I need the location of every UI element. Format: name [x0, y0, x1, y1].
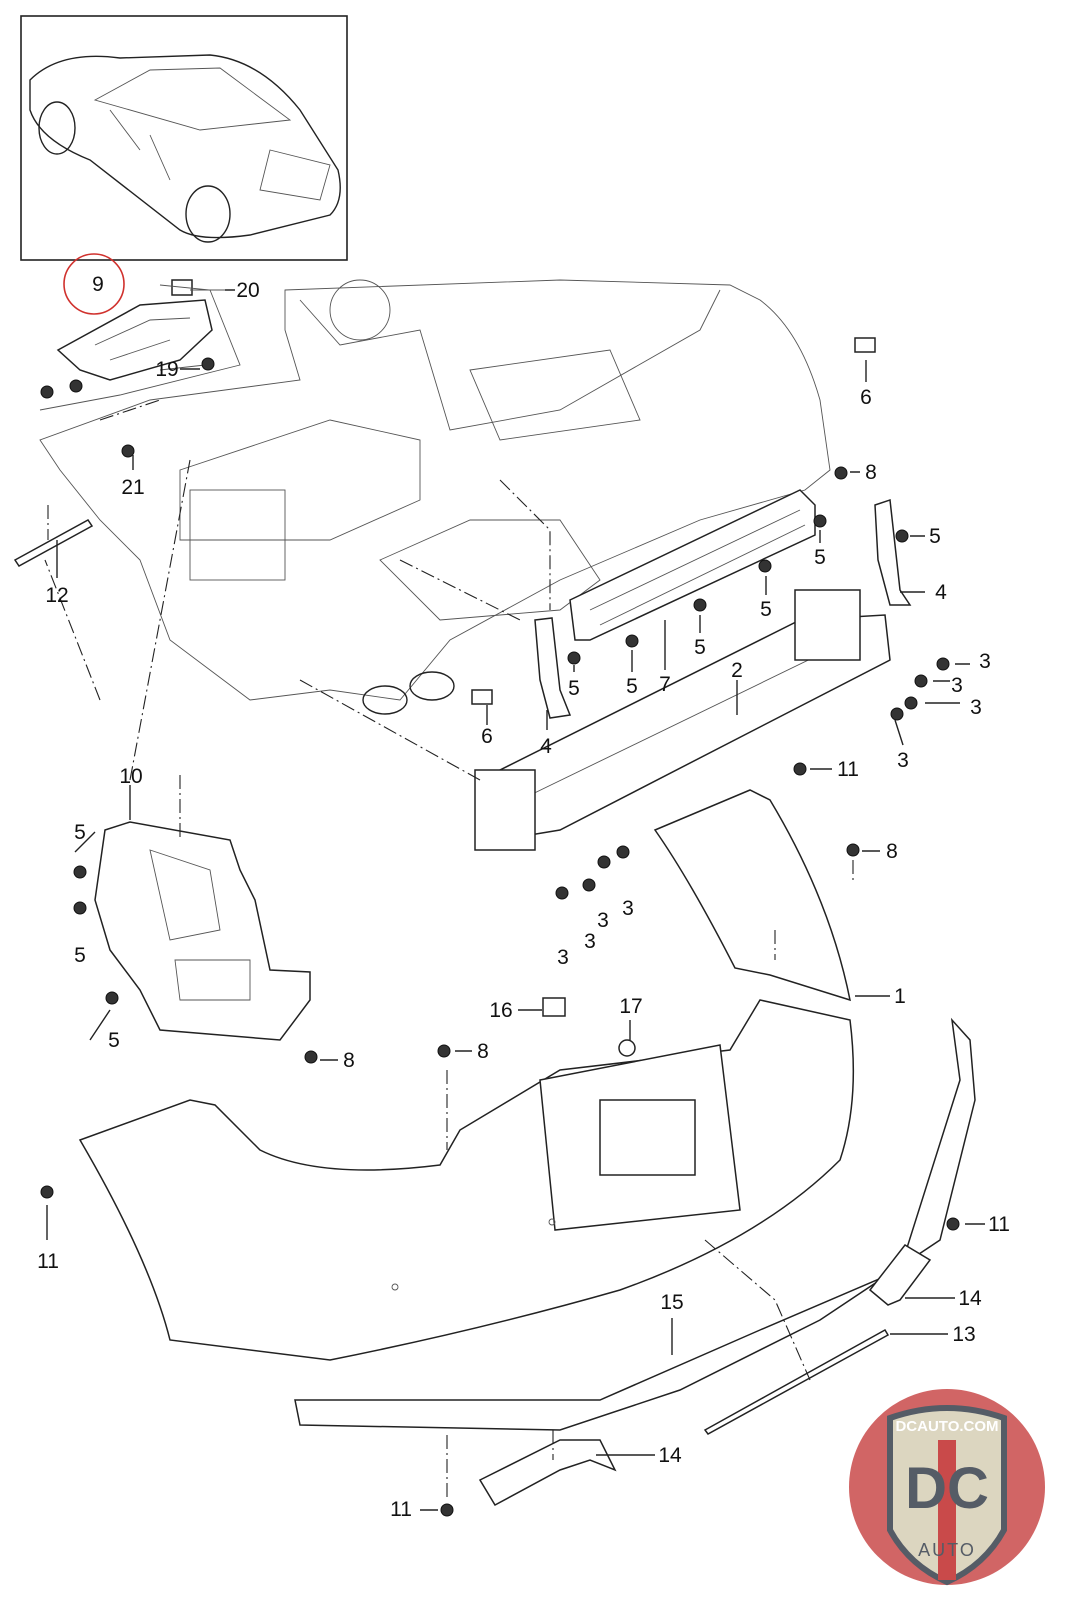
callout-part-7: 7 — [659, 673, 671, 696]
callout-part-8: 8 — [477, 1040, 489, 1063]
callout-part-3: 3 — [584, 930, 596, 953]
callout-part-11: 11 — [390, 1498, 412, 1521]
part-15-diffuser — [294, 1017, 976, 1431]
logo-top-text: DCAUTO.COM — [895, 1418, 998, 1435]
callout-part-6: 6 — [860, 386, 872, 409]
callout-part-17: 17 — [619, 995, 642, 1018]
callout-part-11: 11 — [837, 758, 859, 781]
callout-part-8: 8 — [343, 1049, 355, 1072]
vehicle-overview-inset — [20, 15, 348, 261]
callout-part-19: 19 — [155, 358, 178, 381]
callout-part-4: 4 — [540, 735, 552, 758]
callout-part-15: 15 — [660, 1291, 683, 1314]
callout-part-5: 5 — [74, 944, 86, 967]
part-13-strip — [703, 1328, 890, 1435]
part-9-guide-bracket — [39, 253, 241, 411]
callout-part-3: 3 — [970, 696, 982, 719]
logo-main-text: DC — [905, 1456, 989, 1521]
callout-part-3: 3 — [951, 674, 963, 697]
callout-part-14: 14 — [958, 1287, 982, 1310]
callout-part-8: 8 — [886, 840, 898, 863]
callout-part-3: 3 — [557, 946, 569, 969]
callout-part-14: 14 — [658, 1444, 682, 1467]
part-7-carrier — [569, 489, 816, 641]
callout-part-5: 5 — [626, 675, 638, 698]
callout-part-5: 5 — [814, 546, 826, 569]
callout-part-5: 5 — [568, 677, 580, 700]
callout-part-5: 5 — [74, 821, 86, 844]
part-4-brackets — [534, 498, 912, 719]
callout-part-11: 11 — [37, 1250, 59, 1273]
callout-part-8: 8 — [865, 461, 877, 484]
callout-part-3: 3 — [622, 897, 634, 920]
part-14-trims — [478, 1244, 932, 1506]
callout-part-12: 12 — [45, 584, 68, 607]
body-shell — [39, 279, 831, 715]
callout-part-1: 1 — [894, 985, 906, 1008]
callout-part-10: 10 — [119, 765, 142, 788]
callout-part-16: 16 — [489, 999, 512, 1022]
part-1-bumper-cover — [78, 789, 855, 1361]
callout-part-6: 6 — [481, 725, 493, 748]
callout-part-13: 13 — [952, 1323, 975, 1346]
callout-part-9: 9 — [92, 273, 104, 296]
callout-part-3: 3 — [597, 909, 609, 932]
callout-part-5: 5 — [760, 598, 772, 621]
part-10-side-bracket — [94, 821, 311, 1041]
part-2-bumper-beam — [474, 589, 891, 851]
logo-bottom-text: AUTO — [918, 1540, 976, 1560]
callout-part-3: 3 — [897, 749, 909, 772]
callout-part-20: 20 — [236, 279, 259, 302]
part-12-strip — [13, 519, 94, 567]
dcauto-logo: DCAUTO.COM DC AUTO — [849, 1389, 1045, 1586]
fasteners — [40, 337, 960, 1517]
callout-part-21: 21 — [121, 476, 144, 499]
callout-part-5: 5 — [694, 636, 706, 659]
callout-part-5: 5 — [929, 525, 941, 548]
highlight-circle — [63, 253, 125, 315]
callout-part-4: 4 — [935, 581, 947, 604]
callout-part-2: 2 — [731, 659, 743, 682]
callout-part-3: 3 — [979, 650, 991, 673]
callout-part-11: 11 — [988, 1213, 1010, 1236]
leader-lines — [44, 289, 985, 1511]
callout-part-5: 5 — [108, 1029, 120, 1052]
